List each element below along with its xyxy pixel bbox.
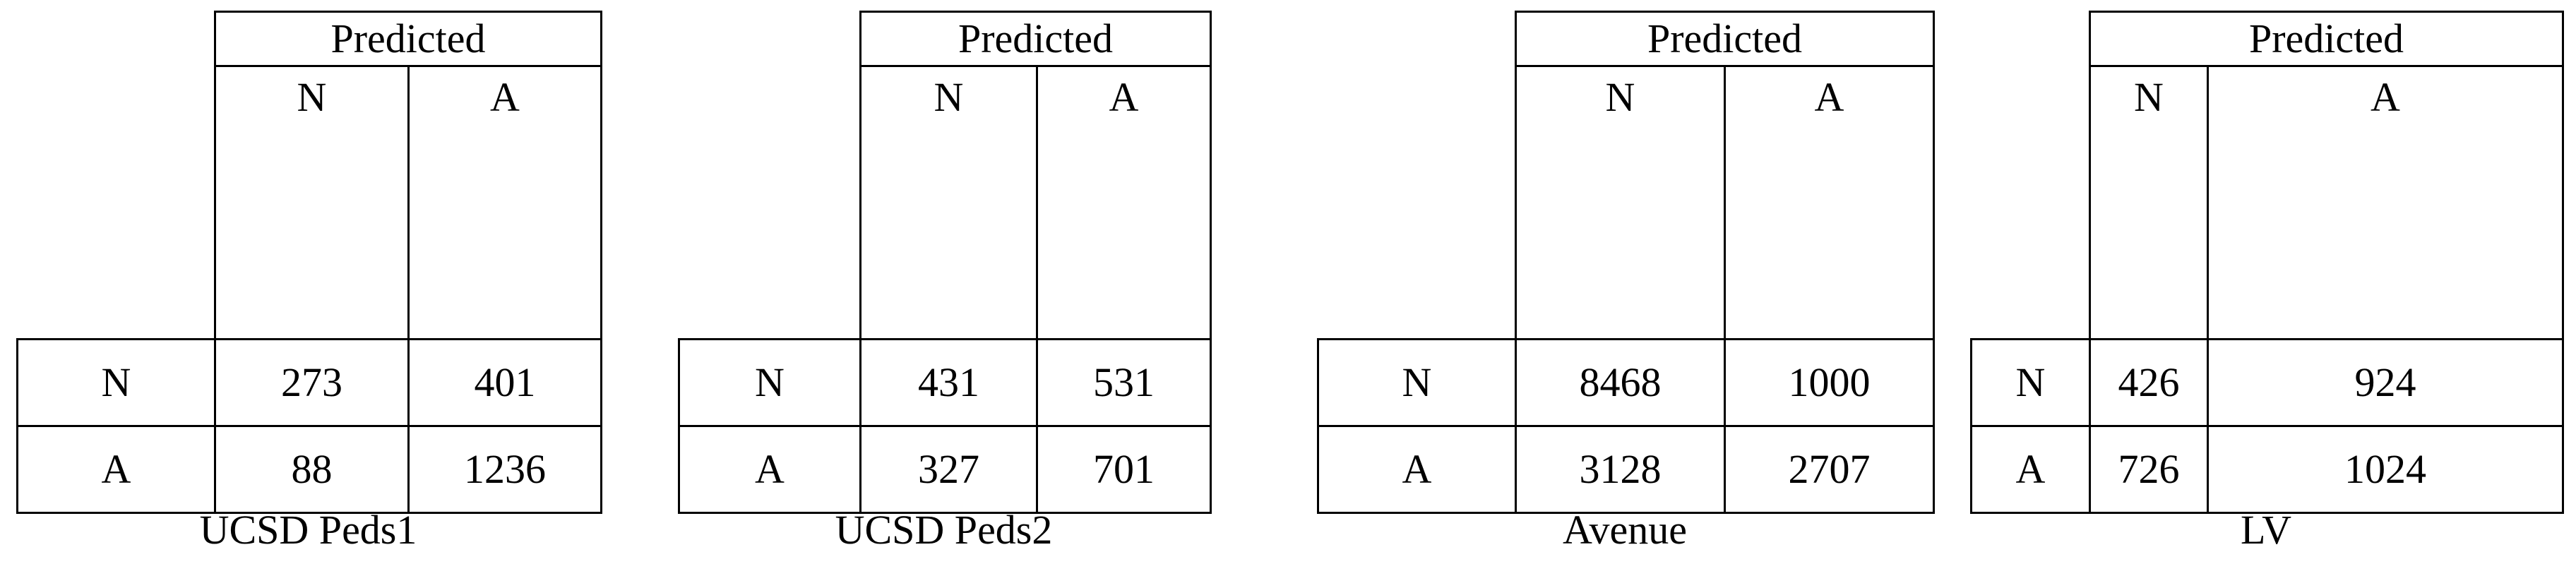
cell-a-a: 1024: [2207, 425, 2564, 514]
column-header-a: A: [2207, 66, 2564, 340]
cell-n-n: 431: [859, 338, 1038, 427]
table-row-predicted-header: Predicted: [679, 11, 1212, 67]
confusion-matrix-panel-3: Predicted N A N 8468 1000 A 3128 2707: [1303, 0, 1938, 576]
cell-a-n: 3128: [1515, 425, 1726, 514]
panel-caption: Avenue: [1562, 507, 1688, 553]
cell-n-n: 8468: [1515, 338, 1726, 427]
row-label-a: A: [16, 425, 216, 514]
cell-a-n: 726: [2089, 425, 2209, 514]
table-row-predicted-header: Predicted: [18, 11, 602, 67]
column-header-a: A: [1724, 66, 1935, 340]
column-header-n: N: [1515, 66, 1726, 340]
table-row: N 273 401: [16, 338, 602, 427]
confusion-matrix-table: Predicted N A N 8468 1000 A 3128 2707: [1317, 11, 1935, 514]
corner-spacer: [1972, 66, 2090, 340]
row-label-n: N: [1970, 338, 2091, 427]
predicted-header-cell: Predicted: [2089, 11, 2564, 67]
cell-a-a: 701: [1036, 425, 1212, 514]
corner-spacer: [679, 12, 861, 66]
table-row-column-headers: N A: [1318, 66, 1935, 340]
column-header-n: N: [859, 66, 1038, 340]
corner-spacer: [18, 12, 215, 66]
table-row: N 8468 1000: [1317, 338, 1935, 427]
confusion-matrix-table: Predicted N A N 273 401 A 88 1236: [16, 11, 602, 514]
cell-n-a: 401: [407, 338, 602, 427]
table-row-column-headers: N A: [679, 66, 1212, 340]
table-row-predicted-header: Predicted: [1972, 11, 2564, 67]
confusion-matrix-panel-1: Predicted N A N 273 401 A 88 1236: [0, 0, 621, 576]
confusion-matrix-table: Predicted N A N 426 924 A 726 1024: [1970, 11, 2564, 514]
table-row: A 3128 2707: [1317, 425, 1935, 514]
cell-n-a: 924: [2207, 338, 2564, 427]
panel-caption: LV: [2241, 507, 2291, 553]
cell-n-a: 531: [1036, 338, 1212, 427]
confusion-matrix-table: Predicted N A N 431 531 A 327 701: [678, 11, 1212, 514]
row-label-a: A: [1970, 425, 2091, 514]
predicted-header-cell: Predicted: [859, 11, 1212, 67]
table-row-column-headers: N A: [18, 66, 602, 340]
table-row-column-headers: N A: [1972, 66, 2564, 340]
cell-n-n: 273: [214, 338, 410, 427]
column-header-a: A: [1036, 66, 1212, 340]
panel-caption: UCSD Peds2: [835, 507, 1053, 553]
row-label-n: N: [1317, 338, 1517, 427]
row-label-a: A: [1317, 425, 1517, 514]
table-row: A 327 701: [678, 425, 1212, 514]
corner-spacer: [1972, 12, 2090, 66]
column-header-n: N: [2089, 66, 2209, 340]
cell-n-a: 1000: [1724, 338, 1935, 427]
confusion-matrix-panel-4: Predicted N A N 426 924 A 726 1024: [1956, 0, 2576, 576]
corner-spacer: [1318, 66, 1516, 340]
cell-a-n: 327: [859, 425, 1038, 514]
column-header-a: A: [407, 66, 602, 340]
corner-spacer: [679, 66, 861, 340]
panel-caption: UCSD Peds1: [199, 507, 417, 553]
corner-spacer: [1318, 12, 1516, 66]
confusion-matrix-panel-2: Predicted N A N 431 531 A 327 701: [664, 0, 1229, 576]
row-label-n: N: [16, 338, 216, 427]
table-row: N 426 924: [1970, 338, 2564, 427]
corner-spacer: [18, 66, 215, 340]
cell-n-n: 426: [2089, 338, 2209, 427]
cell-a-a: 2707: [1724, 425, 1935, 514]
predicted-header-cell: Predicted: [1515, 11, 1935, 67]
row-label-a: A: [678, 425, 861, 514]
table-row: A 726 1024: [1970, 425, 2564, 514]
row-label-n: N: [678, 338, 861, 427]
table-row: N 431 531: [678, 338, 1212, 427]
table-row-predicted-header: Predicted: [1318, 11, 1935, 67]
cell-a-a: 1236: [407, 425, 602, 514]
column-header-n: N: [214, 66, 410, 340]
predicted-header-cell: Predicted: [214, 11, 602, 67]
cell-a-n: 88: [214, 425, 410, 514]
table-row: A 88 1236: [16, 425, 602, 514]
